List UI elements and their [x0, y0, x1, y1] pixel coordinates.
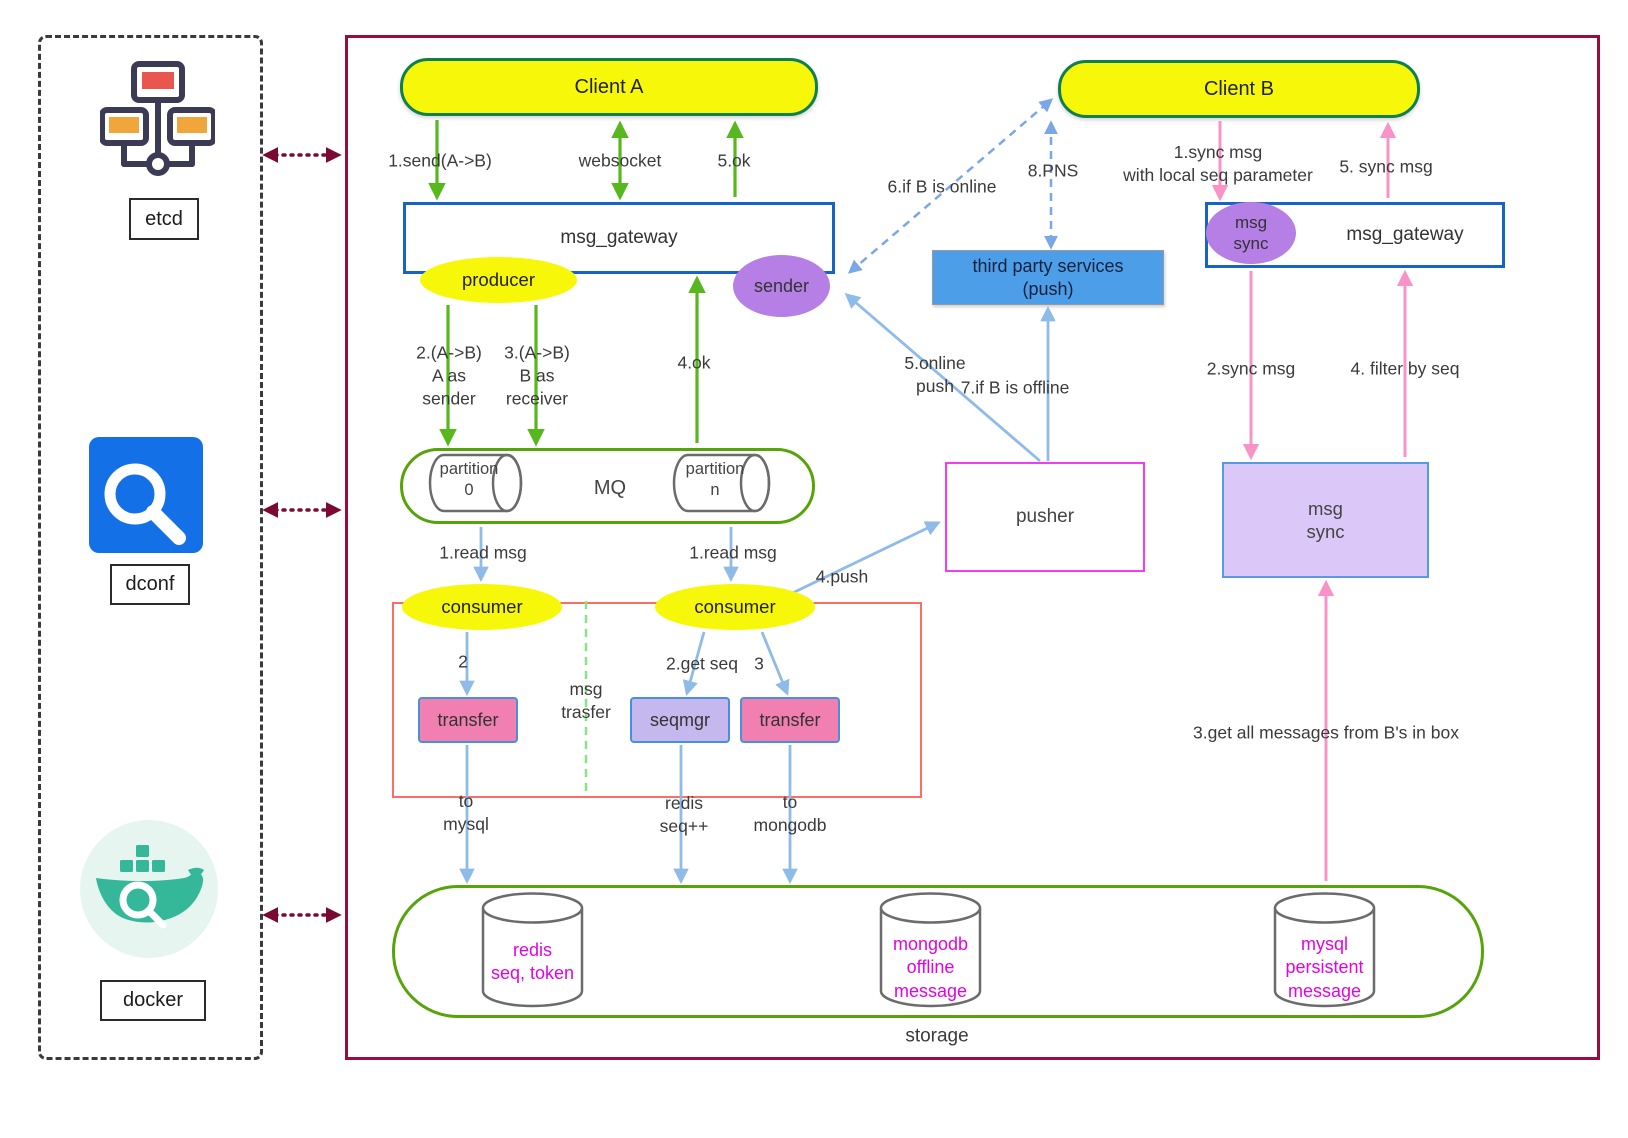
consumer-1-node: consumer	[402, 584, 562, 630]
partition-n-node: partition n	[672, 452, 772, 514]
producer-label: producer	[461, 269, 535, 291]
etcd-label-text: etcd	[145, 207, 183, 230]
mq-label: MQ	[593, 476, 627, 499]
mq-label-node: MQ	[570, 470, 650, 506]
client-a-label: Client A	[574, 75, 644, 98]
consumer-2-label: consumer	[694, 596, 776, 618]
msg-gateway-right-label: msg_gateway	[1346, 224, 1464, 245]
msg-sync-ellipse-node: msg sync	[1206, 202, 1296, 264]
docker-label: docker	[100, 980, 206, 1021]
seqmgr-node: seqmgr	[630, 697, 730, 743]
partition-n-label: partition n	[685, 460, 745, 500]
transfer-2-label: transfer	[759, 709, 821, 730]
msg-gateway-left-label: msg_gateway	[560, 227, 678, 248]
consumer-1-label: consumer	[441, 596, 523, 618]
infra-panel-box	[38, 35, 263, 1060]
transfer-2-node: transfer	[740, 697, 840, 743]
third-party-services-node: third party services (push)	[932, 250, 1164, 305]
partition-0-node: partition 0	[428, 452, 524, 514]
sender-node: sender	[733, 255, 830, 317]
client-b-node: Client B	[1058, 60, 1420, 118]
mysql-db-node: mysql persistent message	[1272, 891, 1377, 1009]
third-party-services-label: third party services (push)	[972, 256, 1124, 299]
dconf-label: dconf	[110, 564, 190, 605]
etcd-label: etcd	[129, 198, 199, 240]
dconf-icon	[85, 437, 207, 560]
pusher-node: pusher	[945, 462, 1145, 572]
consumer-2-node: consumer	[655, 584, 815, 630]
mongodb-db-label: mongodb offline message	[892, 934, 969, 1001]
msg-sync-box-label: msg sync	[1306, 497, 1345, 542]
transfer-1-label: transfer	[437, 709, 499, 730]
client-b-label: Client B	[1203, 77, 1275, 100]
msg-sync-ellipse-label: msg sync	[1233, 212, 1269, 253]
msg-sync-box-node: msg sync	[1222, 462, 1429, 578]
producer-node: producer	[420, 257, 577, 303]
mongodb-db-node: mongodb offline message	[878, 891, 983, 1009]
etcd-icon	[99, 60, 217, 200]
client-a-node: Client A	[400, 58, 818, 116]
sender-label: sender	[753, 275, 810, 296]
redis-db-node: redis seq, token	[480, 891, 585, 1009]
docker-label-text: docker	[122, 989, 184, 1011]
redis-db-label: redis seq, token	[490, 940, 575, 984]
docker-icon	[78, 818, 220, 965]
partition-0-label: partition 0	[439, 460, 499, 500]
dconf-label-text: dconf	[125, 573, 175, 595]
transfer-1-node: transfer	[418, 697, 518, 743]
seqmgr-label: seqmgr	[649, 709, 711, 730]
mysql-db-label: mysql persistent message	[1285, 934, 1364, 1001]
pusher-label: pusher	[1015, 506, 1075, 528]
